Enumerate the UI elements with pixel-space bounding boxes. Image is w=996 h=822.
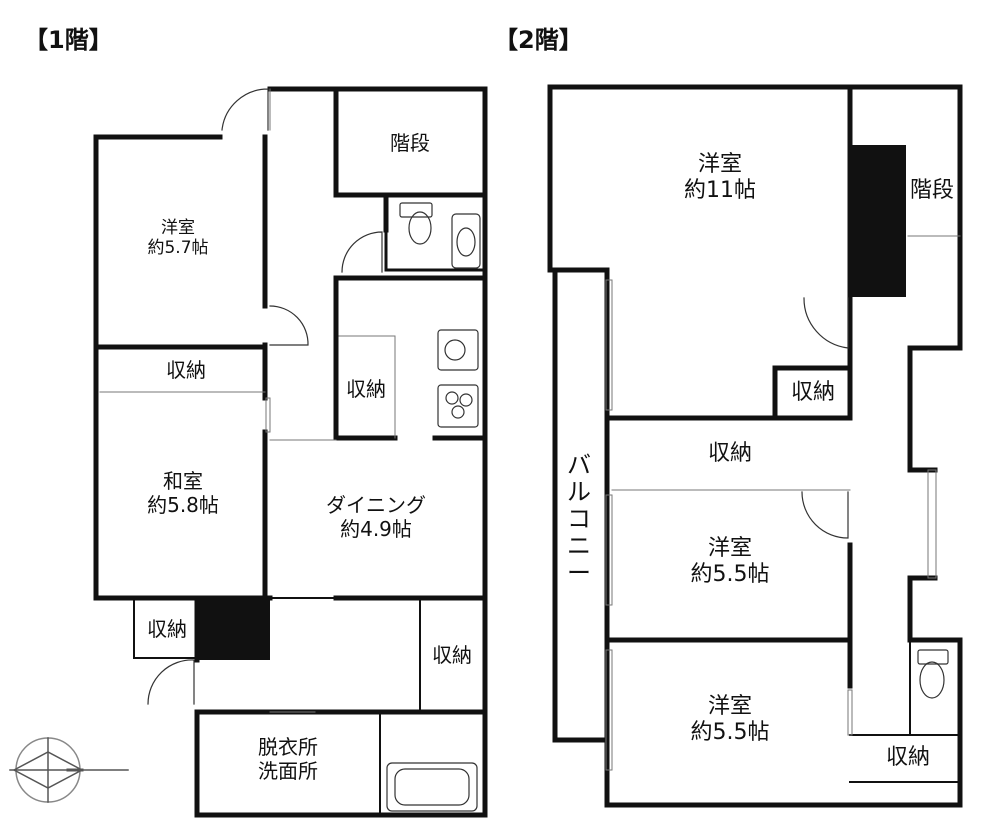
compass-icon	[9, 737, 129, 803]
f1-western-label: 洋室 約5.7帖	[147, 218, 209, 259]
f1-kitchen-storage-label: 収納	[346, 377, 386, 401]
f1-storage-b-label: 収納	[147, 617, 187, 641]
f2-storage-c-label: 収納	[885, 745, 930, 770]
floor2-toilet	[917, 649, 949, 699]
floor1-black-block	[197, 598, 270, 660]
floor1-fixtures	[99, 88, 396, 713]
floor2-title: 【2階】	[494, 26, 583, 54]
f2-storage-a-label: 収納	[790, 380, 835, 405]
floor2-fixtures	[605, 235, 961, 771]
floor2-walls	[547, 84, 963, 808]
f1-dining-label: ダイニング 約4.9帖	[326, 493, 426, 541]
f2-storage-b-label: 収納	[707, 441, 752, 466]
floor1-doors	[147, 88, 383, 705]
f2-western-55b-label: 洋室 約5.5帖	[690, 694, 770, 745]
f2-balcony-label: バ ル コ ニ ー	[567, 451, 591, 587]
f2-stairs-label: 階段	[909, 178, 954, 203]
floor1-appliances	[386, 202, 481, 812]
floor1-walls	[93, 86, 488, 818]
floor2-doors	[801, 297, 849, 539]
floor1-title: 【1階】	[24, 26, 113, 54]
f1-storage-a-label: 収納	[166, 358, 206, 382]
f1-japanese-label: 和室 約5.8帖	[147, 469, 219, 517]
f1-washroom-label: 脱衣所 洗面所	[258, 735, 318, 783]
f1-storage-c-label: 収納	[432, 643, 472, 667]
floor2-black-block	[850, 145, 906, 297]
f2-western-11-label: 洋室 約11帖	[684, 152, 756, 203]
f1-stairs-label: 階段	[390, 131, 430, 155]
f2-western-55a-label: 洋室 約5.5帖	[690, 536, 770, 587]
